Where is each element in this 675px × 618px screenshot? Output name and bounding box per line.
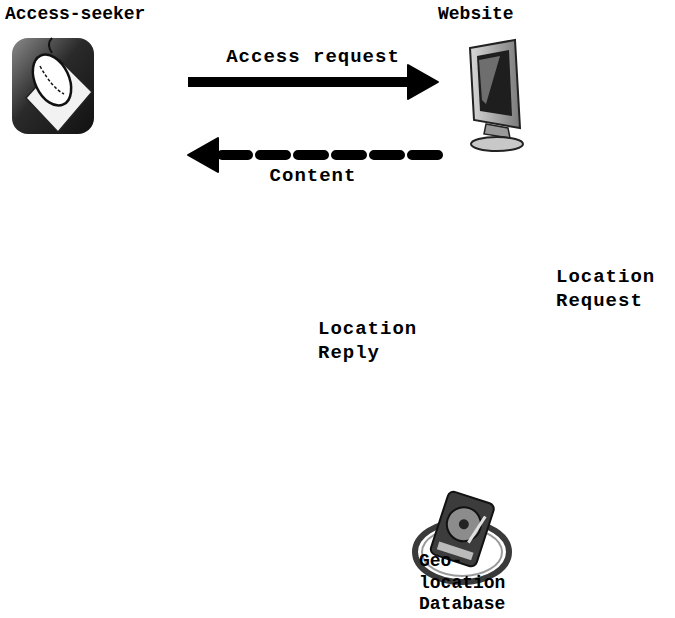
client-node: Access-seeker [5,4,188,136]
request-arrow [188,65,438,99]
arrow-head [408,65,438,99]
user-icon [12,38,94,134]
arrow-head [188,138,218,172]
database-node: Geo-location Database [405,492,543,616]
arrow-label: Access request [223,46,403,68]
flow-label: Location Reply [318,318,430,366]
flow-label: Location Request [556,266,668,314]
node-heading: Geo-location Database [419,551,537,616]
arrow-shaft [216,150,438,160]
node-heading: Website [438,4,514,26]
arrow-shaft [188,77,410,87]
arrow-label: Content [267,165,360,187]
server-node: Website [438,4,538,154]
node-heading: Access-seeker [5,4,145,26]
monitor-icon [470,40,523,151]
